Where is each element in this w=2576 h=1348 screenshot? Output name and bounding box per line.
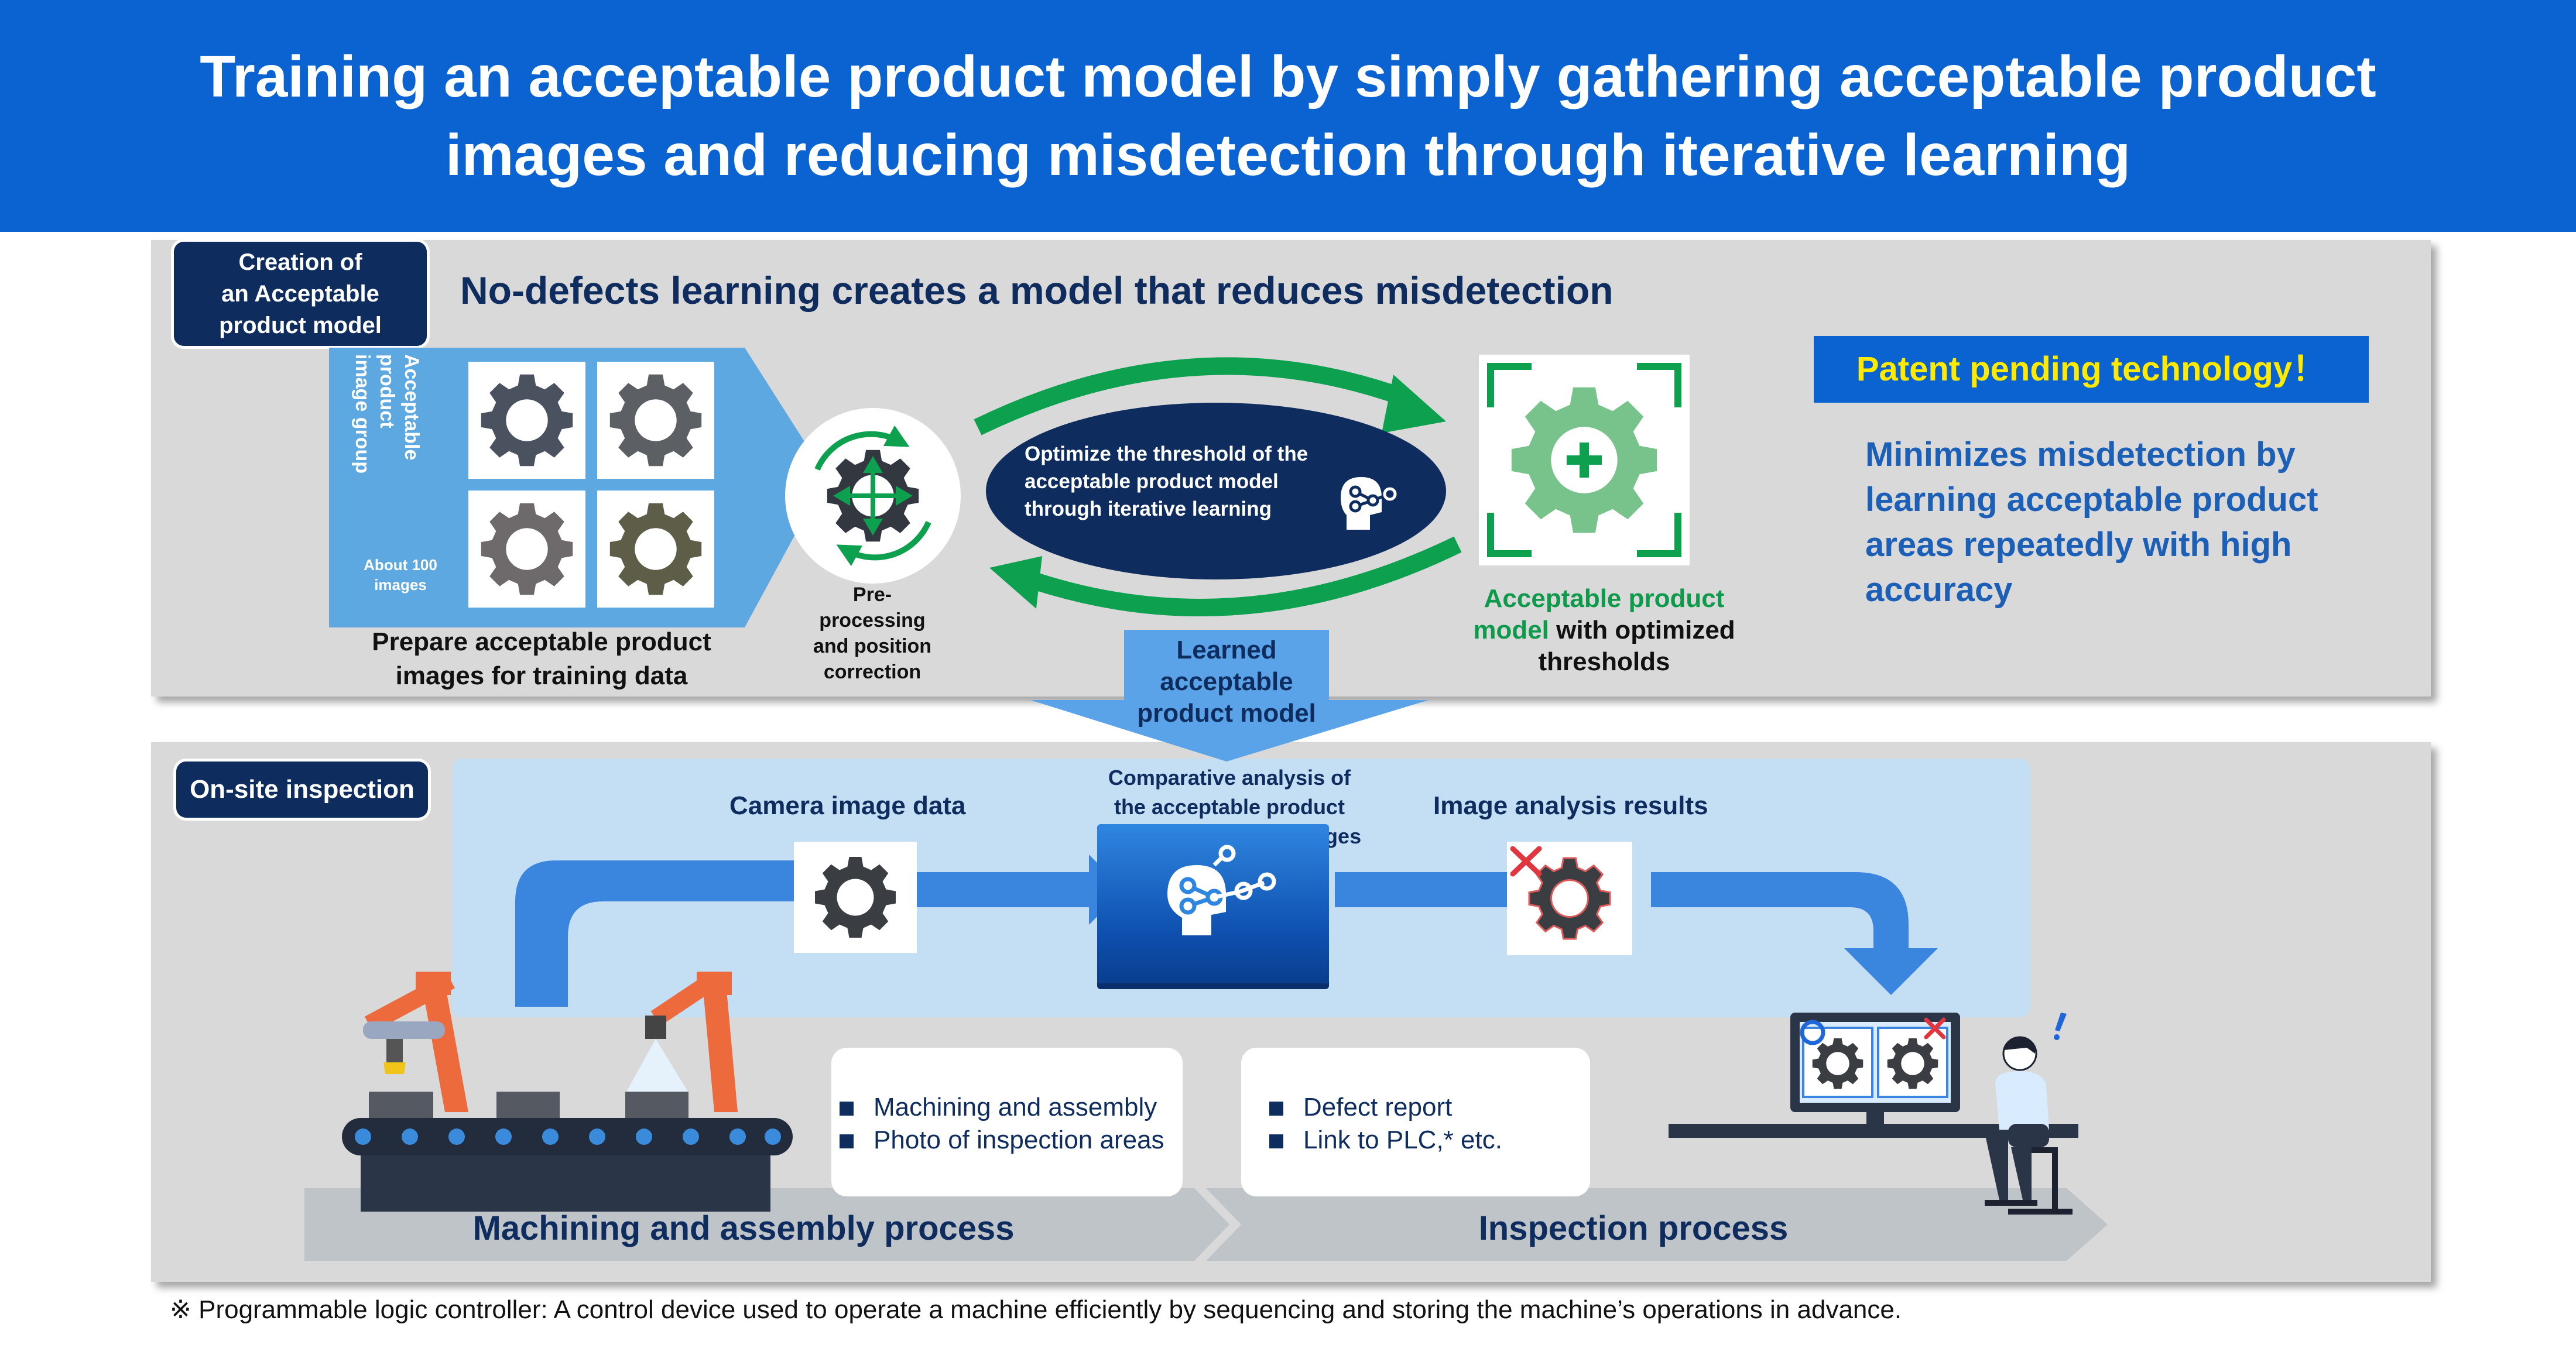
result-image-tile [1507,842,1632,955]
preprocessing-caption-line: and position [813,635,932,657]
sample-image-tile [597,362,714,479]
preprocessing-icon [785,408,961,584]
factory-line-illustration [342,972,793,1212]
optimized-model-caption: Acceptable product model with optimized … [1429,583,1780,678]
optimize-text-line: acceptable product model [1025,470,1279,493]
list-item-text: Defect report [1303,1093,1453,1121]
learned-model-label: Learned acceptable product model [1124,634,1329,729]
defect-gear-icon [1510,846,1611,940]
minimize-description: Minimizes misdetection by learning accep… [1865,432,2392,612]
list-item: Photo of inspection areas [840,1124,1183,1157]
learned-model-label-line: acceptable [1160,667,1293,696]
preprocessing-caption-line: correction [823,661,922,683]
list-item: Defect report [1269,1091,1590,1124]
process-right-label: Inspection process [1478,1209,1789,1247]
machining-card: Machining and assembly Photo of inspecti… [831,1048,1183,1196]
optimized-model-image [1479,355,1690,565]
minimize-line: Minimizes misdetection by [1865,435,2296,474]
learned-model-label-line: product model [1137,699,1316,728]
model-caption-rest: with optimized [1549,616,1735,644]
inspection-card: Defect report Link to PLC,* etc. [1241,1048,1590,1196]
results-label: Image analysis results [1433,791,1708,820]
gear-icon [609,503,702,595]
sample-image-tile [468,491,585,608]
preprocessing-caption-line: processing [819,609,926,632]
header-banner: Training an acceptable product model by … [0,0,2576,232]
bullet-square [840,1102,854,1116]
footnote: ※ Programmable logic controller: A contr… [170,1295,1902,1324]
image-group-label-line: Acceptable product [376,354,423,461]
optimize-text-line: through iterative learning [1025,498,1272,520]
title-line-1: Training an acceptable product model by … [200,44,2376,109]
ai-brain-icon [1341,477,1397,530]
gear-icon [481,503,573,595]
optimize-text-line: Optimize the threshold of the [1025,443,1308,465]
creation-tag-line: an Acceptable [221,281,379,307]
model-caption-green: model [1473,616,1549,644]
gear-icon [815,857,896,938]
minimize-line: learning acceptable product [1865,481,2318,519]
iteration-loop-arrows [974,357,1462,616]
learned-model-arrow [1030,630,1429,762]
list-item-text: Link to PLC,* etc. [1303,1126,1502,1154]
model-caption-line: Acceptable product [1484,584,1725,613]
image-group-label: Acceptable product image group [351,354,424,530]
creation-heading: No-defects learning creates a model that… [460,269,1614,312]
prepare-caption-line: Prepare acceptable product [372,627,711,656]
preprocessing-caption-line: Pre- [852,584,892,606]
bullet-square [840,1134,854,1149]
learned-model-label-line: Learned [1176,636,1277,664]
creation-tag: Creation of an Acceptable product model [171,239,430,349]
inspection-card-list: Defect report Link to PLC,* etc. [1241,1048,1590,1157]
camera-image-tile [794,842,917,953]
camera-label: Camera image data [729,791,966,820]
onsite-tag: On-site inspection [173,759,431,821]
compare-label-line: the acceptable product [1114,795,1345,819]
sample-image-tile [468,362,585,479]
onsite-tag-label: On-site inspection [190,775,415,804]
bullet-square [1269,1102,1283,1116]
gear-plus-icon [1487,363,1681,557]
minimize-line: accuracy [1865,571,2013,609]
prepare-caption: Prepare acceptable product images for tr… [328,625,755,693]
model-caption-line: model with optimized [1429,615,1780,646]
compare-label-line: Comparative analysis of [1108,766,1351,790]
creation-tag-line: Creation of [238,249,362,275]
inspection-station-illustration [1669,1013,2078,1215]
list-item: Link to PLC,* etc. [1269,1124,1590,1157]
process-flow-arrow [515,855,1938,1007]
sample-image-tile [597,491,714,608]
patent-badge: Patent pending technology！ [1814,336,2369,403]
list-item-text: Machining and assembly [873,1093,1157,1121]
preprocessing-caption: Pre- processing and position correction [785,582,960,685]
list-item: Machining and assembly [840,1091,1183,1124]
creation-tag-line: product model [219,313,382,338]
gear-icon [481,374,573,467]
about-100-label: About 100 images [351,555,450,595]
prepare-caption-line: images for training data [395,661,688,690]
gear-icon [609,374,702,467]
process-left-label: Machining and assembly process [472,1209,1015,1247]
bullet-square [1269,1134,1283,1149]
minimize-line: areas repeatedly with high [1865,526,2292,564]
analysis-engine-box [1097,824,1329,983]
image-group-label-line: image group [351,354,374,474]
about-line: images [374,576,427,594]
ai-brain-icon [1167,845,1276,935]
title-line-2: images and reducing misdetection through… [445,122,2131,188]
optimize-text: Optimize the threshold of the acceptable… [1025,440,1352,523]
model-caption-line: thresholds [1538,647,1670,676]
about-line: About 100 [364,556,437,574]
machining-card-list: Machining and assembly Photo of inspecti… [831,1048,1183,1157]
list-item-text: Photo of inspection areas [873,1126,1164,1154]
